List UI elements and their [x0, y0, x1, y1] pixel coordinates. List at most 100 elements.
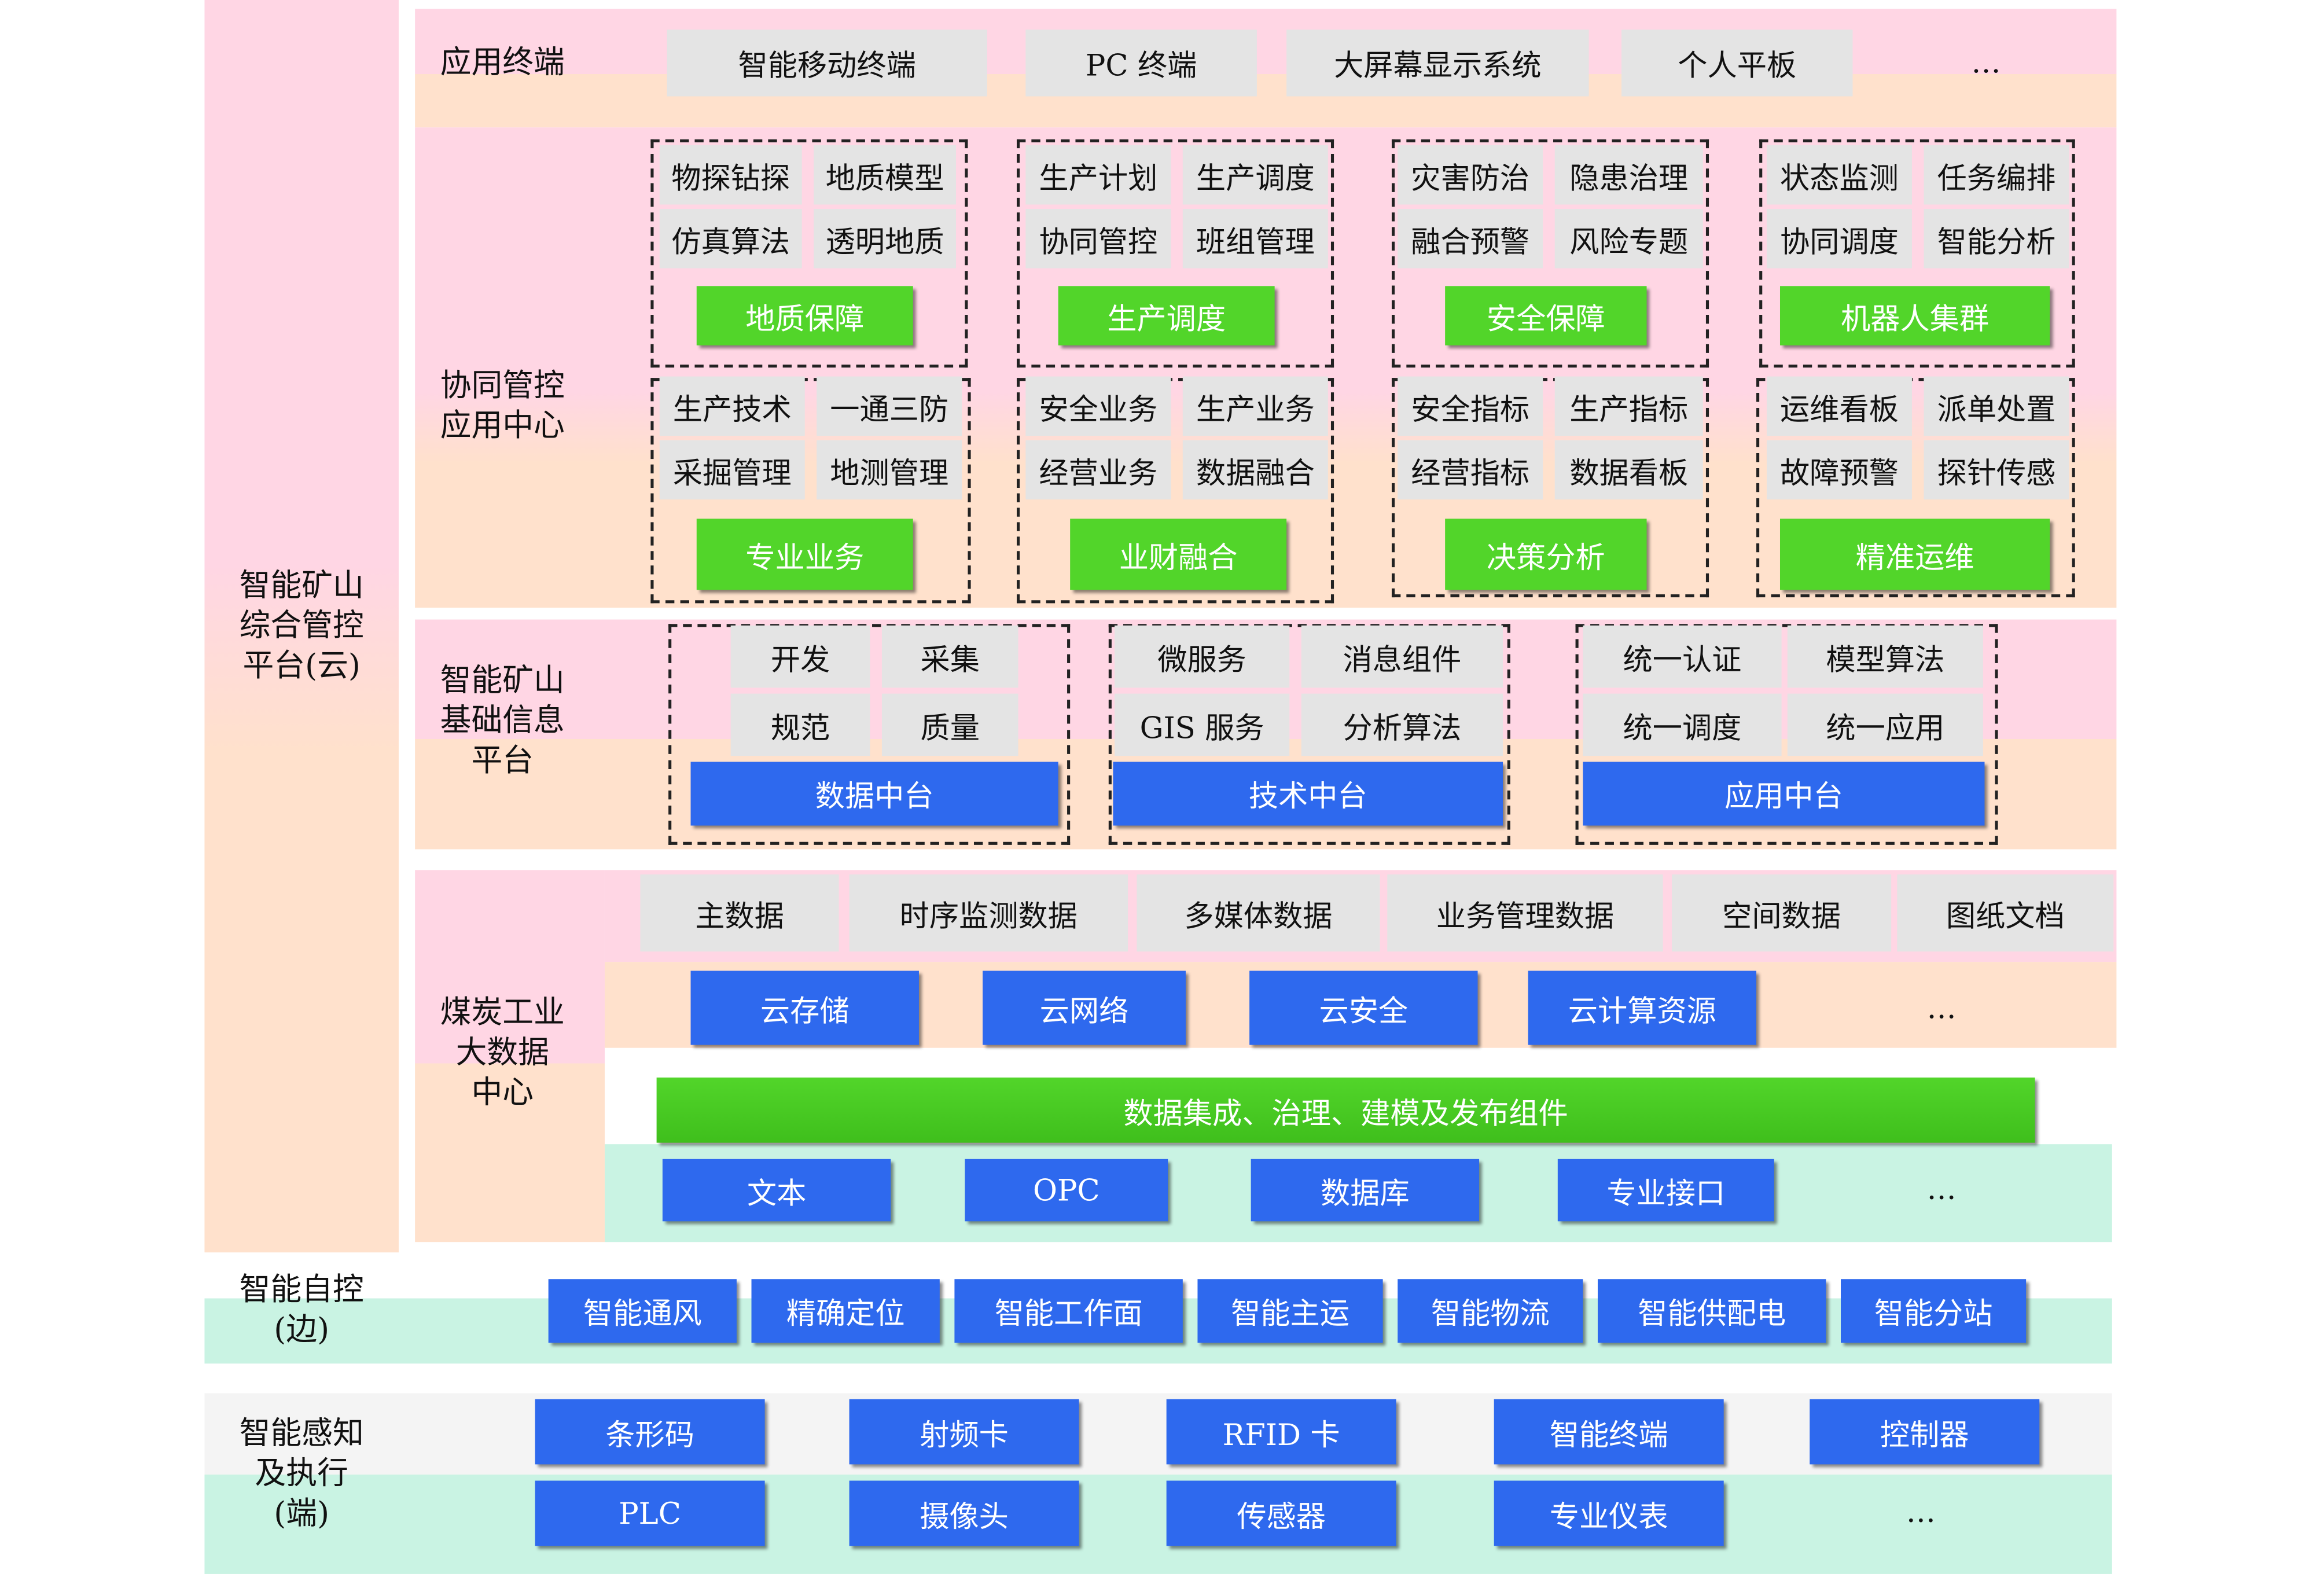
collab-item: 生产计划 [1025, 145, 1171, 205]
end-device: 摄像头 [849, 1480, 1079, 1546]
base-item: 统一应用 [1787, 693, 1983, 756]
data-type-item: 主数据 [640, 874, 839, 952]
collab-module-label: 机器人集群 [1780, 286, 2050, 345]
base-item: GIS 服务 [1115, 693, 1290, 756]
end-device: 智能终端 [1494, 1399, 1724, 1465]
collab-item: 经营指标 [1398, 440, 1543, 500]
collab-item: 风险专题 [1554, 209, 1703, 269]
edge-item: 智能分站 [1841, 1279, 2027, 1343]
collab-item: 融合预警 [1398, 209, 1543, 269]
terminal-ellipsis: … [1971, 44, 2001, 80]
base-item: 微服务 [1115, 625, 1290, 688]
collab-module-label: 地质保障 [696, 286, 913, 345]
end-device: 条形码 [535, 1399, 765, 1465]
collab-item: 生产调度 [1182, 145, 1328, 205]
data-type-item: 多媒体数据 [1137, 874, 1380, 952]
collab-item: 生产业务 [1182, 376, 1328, 436]
collab-group [1756, 378, 2075, 598]
collab-item: 仿真算法 [659, 209, 802, 269]
collab-group [1759, 139, 2075, 368]
terminal-item: 大屏幕显示系统 [1286, 30, 1589, 97]
collab-title: 协同管控 应用中心 [440, 367, 565, 443]
base-item: 消息组件 [1301, 625, 1503, 688]
end-device: PLC [535, 1480, 765, 1546]
collab-item: 安全指标 [1398, 376, 1543, 436]
collab-item: 经营业务 [1025, 440, 1171, 500]
cloud-column-band [204, 0, 399, 1253]
collab-item: 运维看板 [1766, 376, 1912, 436]
base-item: 分析算法 [1301, 693, 1503, 756]
end-device: 控制器 [1810, 1399, 2040, 1465]
base-center-label: 应用中台 [1583, 762, 1985, 826]
edge-item: 精确定位 [751, 1279, 940, 1343]
collab-item: 探针传感 [1924, 440, 2069, 500]
collab-item: 派单处置 [1924, 376, 2069, 436]
bigdata-band-left [415, 870, 605, 1243]
interface-item: 文本 [662, 1159, 891, 1222]
collab-group [1016, 378, 1334, 604]
cloud-resource-item: 云安全 [1249, 971, 1478, 1045]
data-type-item: 空间数据 [1672, 874, 1892, 952]
terminal-item: 智能移动终端 [667, 30, 987, 97]
edge-item: 智能供配电 [1597, 1279, 1826, 1343]
edge-item: 智能物流 [1398, 1279, 1583, 1343]
collab-item: 透明地质 [814, 209, 956, 269]
end-title: 智能感知 及执行 (端) [239, 1414, 364, 1531]
cloud-ellipsis: … [1926, 990, 1957, 1026]
end-device: 射频卡 [849, 1399, 1079, 1465]
data-type-item: 图纸文档 [1897, 874, 2114, 952]
edge-title: 智能自控 (边) [239, 1271, 364, 1348]
collab-item: 数据融合 [1182, 440, 1328, 500]
collab-item: 数据看板 [1554, 440, 1703, 500]
interface-item: 数据库 [1251, 1159, 1480, 1222]
edge-item: 智能通风 [548, 1279, 737, 1343]
base-item: 开发 [730, 625, 870, 688]
collab-item: 故障预警 [1766, 440, 1912, 500]
collab-module-label: 安全保障 [1445, 286, 1647, 345]
integration-bar: 数据集成、治理、建模及发布组件 [656, 1077, 2035, 1143]
collab-item: 状态监测 [1766, 145, 1912, 205]
terminal-title: 应用终端 [440, 43, 565, 80]
collab-module-label: 精准运维 [1780, 519, 2050, 590]
terminal-item: PC 终端 [1025, 30, 1257, 97]
collab-group [1391, 378, 1709, 598]
interface-item: OPC [965, 1159, 1168, 1222]
cloud-platform-label: 智能矿山 综合管控 平台(云) [239, 567, 364, 683]
collab-item: 协同调度 [1766, 209, 1912, 269]
base-platform-title: 智能矿山 基础信息 平台 [440, 661, 565, 778]
collab-item: 物探钻探 [659, 145, 802, 205]
base-group [1575, 624, 1998, 845]
collab-module-label: 生产调度 [1058, 286, 1275, 345]
collab-item: 生产技术 [659, 376, 805, 436]
edge-item: 智能工作面 [954, 1279, 1183, 1343]
cloud-resource-item: 云计算资源 [1528, 971, 1757, 1045]
end-device: 专业仪表 [1494, 1480, 1724, 1546]
collab-item: 班组管理 [1182, 209, 1328, 269]
collab-module-label: 业财融合 [1070, 519, 1287, 590]
collab-module-label: 决策分析 [1445, 519, 1647, 590]
collab-group [650, 378, 971, 604]
collab-item: 任务编排 [1924, 145, 2069, 205]
base-item: 统一调度 [1583, 693, 1782, 756]
base-item: 规范 [730, 693, 870, 756]
collab-item: 安全业务 [1025, 376, 1171, 436]
collab-item: 智能分析 [1924, 209, 2069, 269]
interface-ellipsis: … [1926, 1171, 1957, 1207]
collab-module-label: 专业业务 [696, 519, 913, 590]
collab-item: 灾害防治 [1398, 145, 1543, 205]
interface-item: 专业接口 [1557, 1159, 1774, 1222]
collab-item: 生产指标 [1554, 376, 1703, 436]
collab-item: 地测管理 [817, 440, 962, 500]
collab-item: 一通三防 [817, 376, 962, 436]
edge-item: 智能主运 [1197, 1279, 1383, 1343]
base-item: 模型算法 [1787, 625, 1983, 688]
base-center-label: 技术中台 [1113, 762, 1503, 826]
terminal-item: 个人平板 [1621, 30, 1853, 97]
collab-group [650, 139, 968, 368]
collab-item: 采掘管理 [659, 440, 805, 500]
end-device: RFID 卡 [1166, 1399, 1396, 1465]
end-ellipsis: … [1906, 1494, 1936, 1530]
collab-item: 地质模型 [814, 145, 956, 205]
bigdata-title: 煤炭工业 大数据 中心 [440, 994, 565, 1109]
